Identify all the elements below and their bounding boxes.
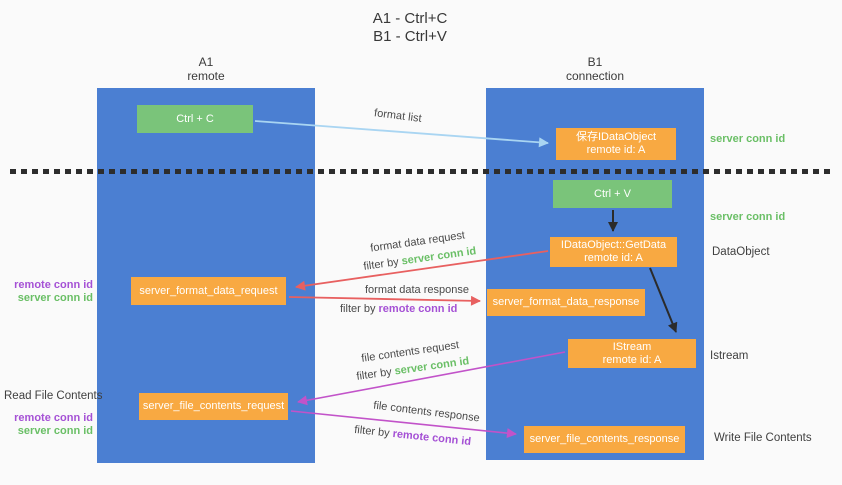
arrow-format-data-response [288,295,481,306]
page-title: A1 - Ctrl+C B1 - Ctrl+V [300,10,520,46]
node-getdata-line2: remote id: A [584,252,643,264]
separator-dashed-line [10,169,834,174]
annotation-right-istream: Istream [710,350,749,362]
node-format-response: server_format_data_response [487,289,645,316]
label-format-list: format list [373,107,423,125]
node-file-request-label: server_file_contents_request [142,400,285,412]
annotation-right-dataobject: DataObject [712,246,770,258]
node-istream-line1: IStream [612,340,652,353]
annotation-left-read-file-contents: Read File Contents [4,390,103,402]
filter-prefix-3: filter by [355,365,396,383]
node-file-response-label: server_file_contents_response [529,433,680,445]
annotation-left-server-conn-2: server conn id [17,425,93,437]
lane-right-title: B1 [587,55,603,69]
node-ctrl-v-label: Ctrl + V [594,187,631,200]
annotation-right-write-file-contents: Write File Contents [714,432,812,444]
annotation-right-server-conn-1: server conn id [710,133,786,145]
filter-key-remote-2: remote conn id [391,427,472,449]
lane-left-subtitle: remote [187,69,225,83]
annotation-left-server-conn-1: server conn id [17,292,93,304]
title-line-1: A1 - Ctrl+C [372,10,448,27]
node-save-dataobject-line2: remote id: A [586,144,646,156]
lane-left-title: A1 [198,55,214,69]
node-save-dataobject-line1: 保存IDataObject [575,131,657,143]
node-istream-line2: remote id: A [602,353,662,366]
node-format-response-label: server_format_data_response [492,296,640,308]
node-format-request: server_format_data_request [131,277,286,305]
filter-prefix-4: filter by [353,423,394,440]
node-file-response: server_file_contents_response [524,426,685,453]
title-line-2: B1 - Ctrl+V [373,28,447,45]
annotation-right-server-conn-2: server conn id [710,211,786,223]
filter-key-remote-1: remote conn id [378,303,458,315]
node-ctrl-c: Ctrl + C [137,105,253,133]
node-save-dataobject: 保存IDataObject remote id: A [556,128,676,160]
filter-prefix-2: filter by [340,303,379,315]
label-file-contents-response: file contents response [373,400,481,425]
node-getdata-line1: IDataObject::GetData [560,239,667,251]
label-file-contents-response-text: file contents response [372,399,481,425]
annotation-left-remote-conn-2: remote conn id [14,412,93,424]
filter-prefix-1: filter by [362,255,403,273]
lane-left-header: A1 remote [97,55,315,83]
node-file-request: server_file_contents_request [139,393,288,420]
node-istream: IStream remote id: A [568,339,696,368]
node-getdata: IDataObject::GetData remote id: A [550,237,677,267]
annotation-left-remote-conn-1: remote conn id [14,279,93,291]
node-format-request-label: server_format_data_request [139,284,278,297]
label-filter-remote-conn-1: filter by remote conn id [340,303,457,315]
label-filter-remote-conn-2: filter by remote conn id [354,424,472,448]
node-ctrl-v: Ctrl + V [553,180,672,208]
label-format-data-response: format data response [365,284,469,296]
lane-right-subtitle: connection [565,69,625,83]
lane-right-header: B1 connection [486,55,704,83]
node-ctrl-c-label: Ctrl + C [176,112,214,125]
label-format-data-response-text: format data response [365,284,469,296]
